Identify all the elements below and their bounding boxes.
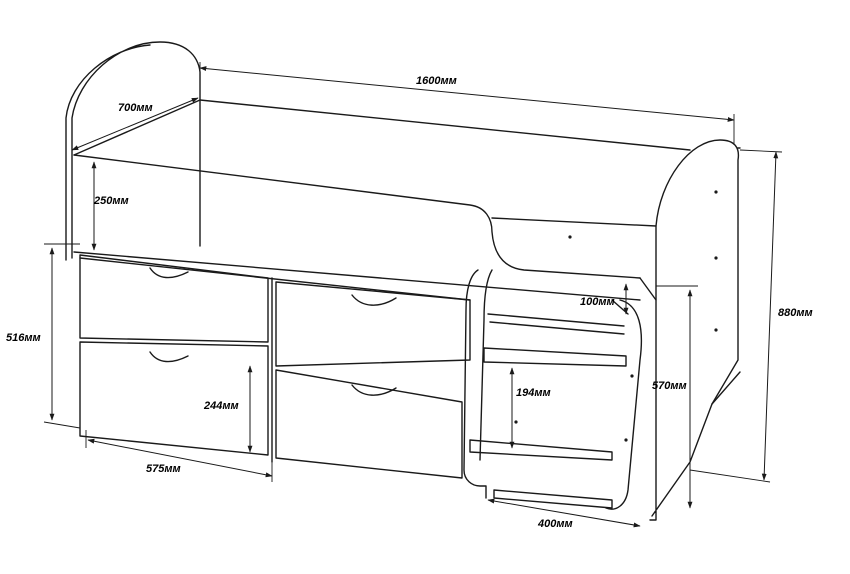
- front-base-line: [73, 251, 641, 301]
- ladder-step-bottom: [493, 489, 613, 509]
- right-headboard: [655, 139, 741, 405]
- left-headboard: [65, 41, 201, 261]
- dimension-lines: [43, 62, 783, 528]
- platform-back-edge: [199, 99, 691, 151]
- label-rail-height: 250мм: [93, 195, 129, 207]
- label-drawer-width: 575мм: [146, 463, 181, 475]
- ladder-step-upper: [483, 347, 627, 367]
- label-total-height: 880мм: [778, 307, 813, 319]
- label-drawer-block-height: 516мм: [6, 332, 41, 344]
- label-length: 1600мм: [416, 75, 457, 87]
- drawer-right-top: [275, 281, 471, 367]
- label-ladder-height: 570мм: [652, 380, 687, 392]
- label-step-top-gap: 100мм: [580, 296, 615, 308]
- drawer-left-bottom: [79, 341, 269, 456]
- back-rail-top: [199, 99, 657, 247]
- drawer-left-top: [79, 254, 269, 343]
- dimension-labels: 1600мм 700мм 250мм 516мм 244мм 575мм 100…: [6, 75, 813, 530]
- label-depth: 700мм: [118, 102, 153, 114]
- platform-front-top: [73, 154, 641, 279]
- drawer-right-bottom: [275, 369, 463, 479]
- ladder: [463, 269, 643, 510]
- bed-frame: [65, 41, 741, 521]
- label-ladder-width: 400мм: [537, 518, 573, 530]
- ladder-step-lower: [469, 439, 613, 461]
- label-drawer-height: 244мм: [203, 400, 239, 412]
- label-step-spacing: 194мм: [516, 387, 551, 399]
